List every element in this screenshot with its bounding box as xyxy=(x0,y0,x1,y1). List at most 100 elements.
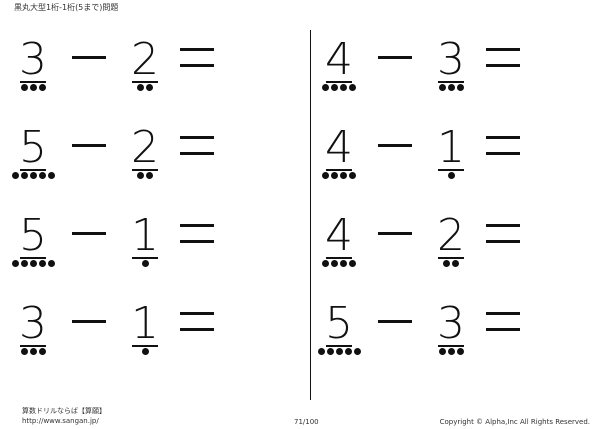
counting-dot xyxy=(452,260,459,267)
counting-dot xyxy=(456,84,464,91)
counting-dot xyxy=(349,260,356,267)
counting-dot xyxy=(146,172,153,179)
digit-underline xyxy=(20,257,46,259)
minus-sign xyxy=(72,212,106,260)
counting-dot xyxy=(141,260,149,267)
digit-underline xyxy=(326,345,352,347)
digit: 3 xyxy=(437,298,465,349)
digit: 3 xyxy=(19,34,47,85)
minuend: 3 xyxy=(10,36,56,96)
counting-dot xyxy=(447,84,455,91)
counting-dot xyxy=(340,172,347,179)
equals-sign xyxy=(180,300,214,348)
counting-dot xyxy=(331,84,338,91)
minus-sign xyxy=(72,300,106,348)
subtrahend: 1 xyxy=(122,212,168,272)
minus-sign xyxy=(72,124,106,172)
footer-url-link[interactable]: http://www.sangan.jp/ xyxy=(22,417,99,425)
counting-dots xyxy=(122,348,168,357)
minus-sign xyxy=(378,36,412,84)
digit: 5 xyxy=(19,210,47,261)
digit: 4 xyxy=(325,34,353,85)
counting-dots xyxy=(122,260,168,269)
digit: 4 xyxy=(325,122,353,173)
digit: 1 xyxy=(437,122,465,173)
digit: 3 xyxy=(19,298,47,349)
minuend: 4 xyxy=(316,36,362,96)
counting-dot xyxy=(349,172,356,179)
digit-underline xyxy=(438,345,464,347)
minuend: 4 xyxy=(316,124,362,184)
equals-sign xyxy=(486,124,520,172)
digit-underline xyxy=(20,345,46,347)
counting-dot xyxy=(29,84,37,91)
counting-dot xyxy=(137,172,144,179)
counting-dots xyxy=(316,348,362,357)
counting-dot xyxy=(443,260,450,267)
counting-dots xyxy=(428,260,474,269)
worksheet-title: 黒丸大型1桁-1桁(5まで)問題 xyxy=(14,3,119,12)
counting-dots xyxy=(10,84,56,93)
subtrahend: 2 xyxy=(122,124,168,184)
digit: 1 xyxy=(131,298,159,349)
digit-underline xyxy=(438,169,464,171)
subtrahend: 3 xyxy=(428,36,474,96)
counting-dots xyxy=(316,260,362,269)
counting-dot xyxy=(349,84,356,91)
counting-dots xyxy=(10,172,56,181)
counting-dot xyxy=(47,172,55,179)
counting-dot xyxy=(335,348,343,355)
subtrahend: 1 xyxy=(428,124,474,184)
digit-underline xyxy=(132,81,158,83)
equals-sign xyxy=(180,124,214,172)
counting-dot xyxy=(340,84,347,91)
counting-dot xyxy=(11,172,19,179)
digit: 2 xyxy=(437,210,465,261)
digit: 2 xyxy=(131,34,159,85)
counting-dot xyxy=(20,348,28,355)
equals-sign xyxy=(486,36,520,84)
counting-dot xyxy=(447,172,455,179)
digit-underline xyxy=(326,257,352,259)
counting-dot xyxy=(344,348,352,355)
digit: 5 xyxy=(19,122,47,173)
counting-dot xyxy=(331,260,338,267)
counting-dots xyxy=(122,84,168,93)
subtrahend: 2 xyxy=(428,212,474,272)
counting-dots xyxy=(10,260,56,269)
counting-dot xyxy=(322,172,329,179)
digit: 1 xyxy=(131,210,159,261)
equals-sign xyxy=(180,212,214,260)
counting-dot xyxy=(11,260,19,267)
minuend: 4 xyxy=(316,212,362,272)
footer-site-name: 算数ドリルならば【算願】 xyxy=(22,407,106,415)
digit-underline xyxy=(20,81,46,83)
equals-sign xyxy=(486,212,520,260)
counting-dot xyxy=(317,348,325,355)
digit-underline xyxy=(438,81,464,83)
counting-dot xyxy=(322,84,329,91)
minuend: 3 xyxy=(10,300,56,360)
counting-dot xyxy=(331,172,338,179)
digit: 4 xyxy=(325,210,353,261)
counting-dots xyxy=(316,172,362,181)
counting-dot xyxy=(141,348,149,355)
counting-dots xyxy=(428,172,474,181)
counting-dot xyxy=(20,84,28,91)
counting-dots xyxy=(428,84,474,93)
counting-dot xyxy=(326,348,334,355)
counting-dot xyxy=(438,348,446,355)
digit-underline xyxy=(132,257,158,259)
counting-dots xyxy=(122,172,168,181)
subtrahend: 1 xyxy=(122,300,168,360)
digit-underline xyxy=(132,169,158,171)
counting-dot xyxy=(456,348,464,355)
digit: 3 xyxy=(437,34,465,85)
